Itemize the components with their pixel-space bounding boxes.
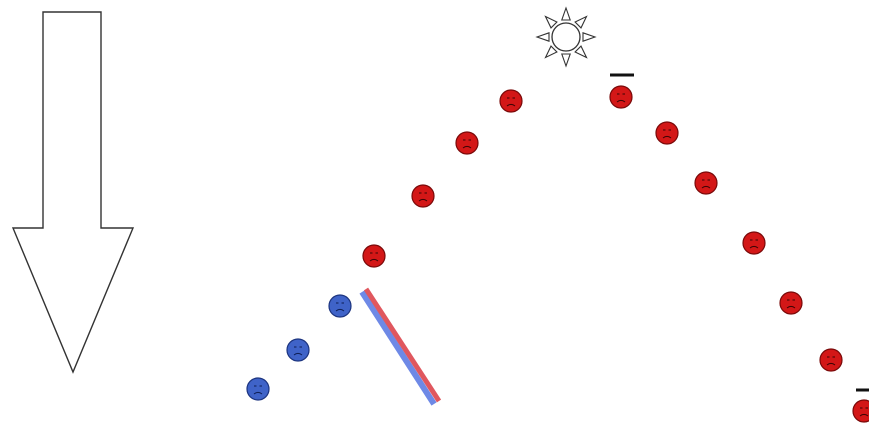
sun-ray <box>562 8 570 20</box>
sun-icon <box>537 8 595 66</box>
red-ball <box>853 400 869 422</box>
ball-trajectory <box>247 86 869 422</box>
sun-ray <box>546 17 557 28</box>
red-ball <box>820 349 842 371</box>
red-ball <box>412 185 434 207</box>
red-ball <box>456 132 478 154</box>
mirror-line-icon <box>362 289 439 404</box>
blue-ball <box>247 378 269 400</box>
red-ball <box>656 122 678 144</box>
sun-ray <box>575 17 586 28</box>
red-ball <box>780 292 802 314</box>
sun-ray <box>575 46 586 57</box>
sun-ray <box>583 33 595 41</box>
sun-ray <box>546 46 557 57</box>
down-arrow-icon <box>13 12 133 372</box>
sun-ray <box>562 54 570 66</box>
red-ball <box>363 245 385 267</box>
blue-ball <box>287 339 309 361</box>
red-ball <box>695 172 717 194</box>
sun-ray <box>537 33 549 41</box>
red-ball <box>500 90 522 112</box>
red-ball <box>610 86 632 108</box>
blue-ball <box>329 295 351 317</box>
red-ball <box>743 232 765 254</box>
